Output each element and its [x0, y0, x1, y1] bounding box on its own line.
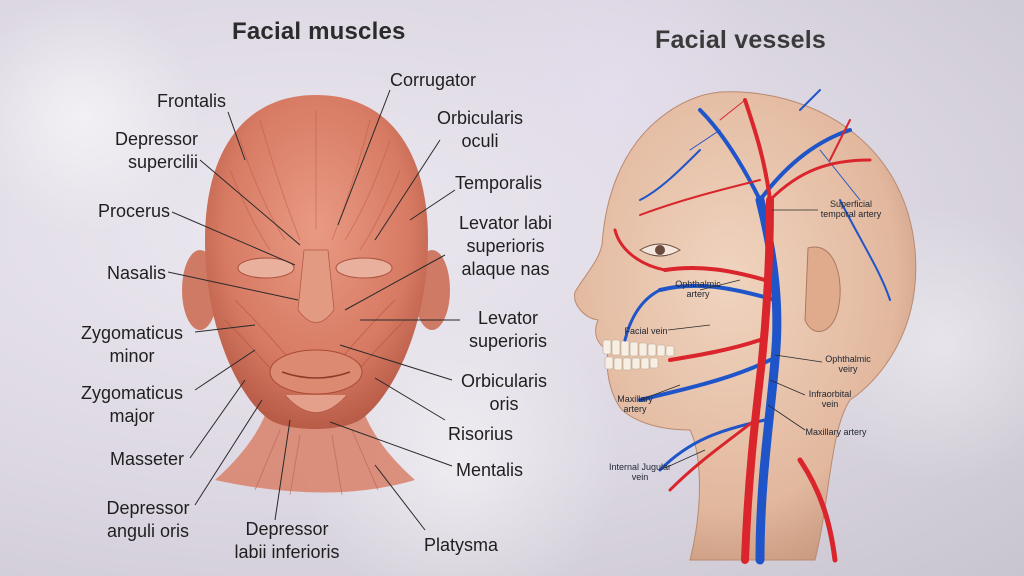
label-depressor-supercilii: Depressor supercilii [114, 129, 198, 172]
muscle-leader-lines [167, 89, 460, 531]
label-infraorbital-vein: Infraorbital vein [808, 389, 852, 409]
vessel-head [574, 89, 917, 565]
label-masseter: Masseter [109, 449, 184, 469]
label-orbicularis-oris: Orbicularis oris [460, 371, 548, 414]
label-temporalis: Temporalis [455, 173, 543, 193]
vessels-panel-title: Facial vessels [655, 26, 826, 54]
label-internal-jugular-vein: Internal Jugular vein [608, 462, 672, 482]
label-mentalis: Mentalis [456, 460, 524, 480]
label-nasalis: Nasalis [106, 263, 166, 283]
muscle-head [182, 95, 450, 496]
label-depressor-anguli-oris: Depressor anguli oris [106, 498, 190, 541]
label-zygomaticus-minor: Zygomaticus minor [80, 323, 184, 366]
label-ophthalmic-veiry: Ophthalmic veiry [825, 354, 871, 374]
label-facial-vein: Facial vein [624, 326, 668, 336]
label-risorius: Risorius [448, 424, 514, 444]
artery-network [613, 98, 872, 564]
label-orbicularis-oculi: Orbicularis oculi [436, 108, 524, 151]
label-procerus: Procerus [97, 201, 170, 221]
label-maxillary-artery-right: Maxillary artery [805, 427, 867, 437]
label-corrugator: Corrugator [390, 70, 477, 90]
label-frontalis: Frontalis [156, 91, 226, 111]
label-levator-labii-alaque: Levator labi superioris alaque nas [458, 213, 553, 279]
vessel-leader-lines [639, 209, 823, 469]
muscles-panel-title: Facial muscles [232, 18, 406, 45]
label-maxillary-artery-left: Maxillary artery [617, 394, 653, 414]
label-levator-superioris: Levator superioris [468, 308, 548, 351]
label-zygomaticus-major: Zygomaticus major [80, 383, 184, 426]
label-ophthalmic-artery: Ophthalmic artery [675, 279, 721, 299]
label-depressor-labii-inferioris: Depressor labii inferioris [234, 519, 340, 562]
label-platysma: Platysma [424, 535, 499, 555]
label-superficial-temporal-artery: Superficial temporal artery [820, 199, 882, 219]
